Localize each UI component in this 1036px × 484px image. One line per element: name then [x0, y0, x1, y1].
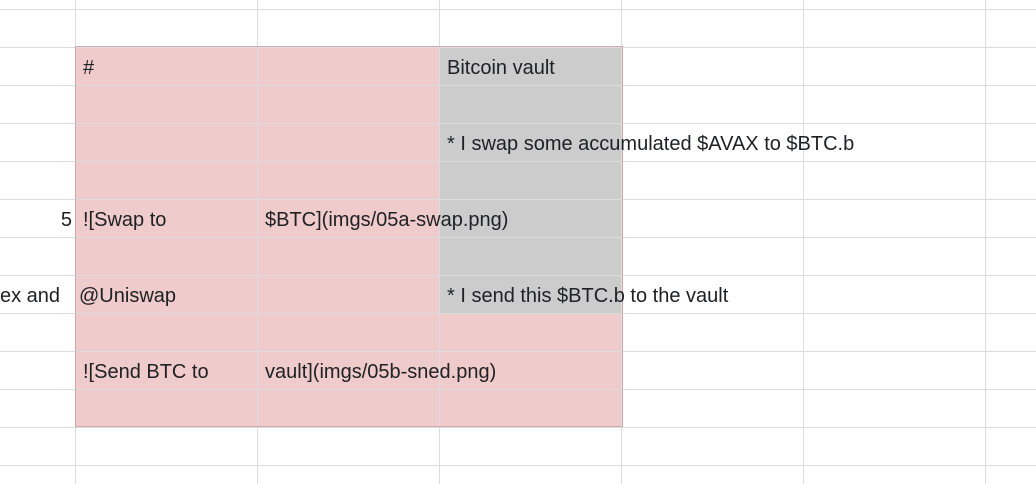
- column-gridline: [621, 0, 622, 484]
- row-gridline: [0, 351, 1036, 352]
- row-gridline: [0, 123, 1036, 124]
- column-gridline: [985, 0, 986, 484]
- cell-swap-image-part1[interactable]: ![Swap to: [83, 209, 167, 231]
- row-gridline: [0, 85, 1036, 86]
- cell-bullet-swap[interactable]: * I swap some accumulated $AVAX to $BTC.…: [447, 133, 855, 155]
- range-border-top: [75, 46, 623, 47]
- cell-uniswap[interactable]: @Uniswap: [79, 285, 177, 307]
- row-gridline: [0, 47, 1036, 48]
- cell-title[interactable]: Bitcoin vault: [447, 57, 555, 79]
- range-border-bottom: [75, 426, 623, 427]
- cell-bullet-send[interactable]: * I send this $BTC.b to the vault: [447, 285, 729, 307]
- cell-send-image-part1[interactable]: ![Send BTC to: [83, 361, 209, 383]
- cell-send-image-part2[interactable]: vault](imgs/05b-sned.png): [265, 361, 497, 383]
- cell-heading-hash[interactable]: #: [83, 57, 95, 79]
- row-gridline: [0, 237, 1036, 238]
- column-gridline: [803, 0, 804, 484]
- row-gridline: [0, 465, 1036, 466]
- row-gridline: [0, 427, 1036, 428]
- cell-swap-image-part2[interactable]: $BTC](imgs/05a-swap.png): [265, 209, 509, 231]
- range-border-right: [622, 46, 623, 427]
- row-gridline: [0, 199, 1036, 200]
- row-gridline: [0, 9, 1036, 10]
- column-gridline: [439, 0, 440, 484]
- cell-overflow-text[interactable]: ex and: [0, 285, 61, 307]
- highlighted-range-gray: [440, 47, 622, 313]
- row-gridline: [0, 275, 1036, 276]
- row-gridline: [0, 161, 1036, 162]
- range-border-left: [75, 46, 76, 427]
- cell-step-number[interactable]: 5: [60, 209, 72, 231]
- row-gridline: [0, 313, 1036, 314]
- column-gridline: [257, 0, 258, 484]
- row-gridline: [0, 389, 1036, 390]
